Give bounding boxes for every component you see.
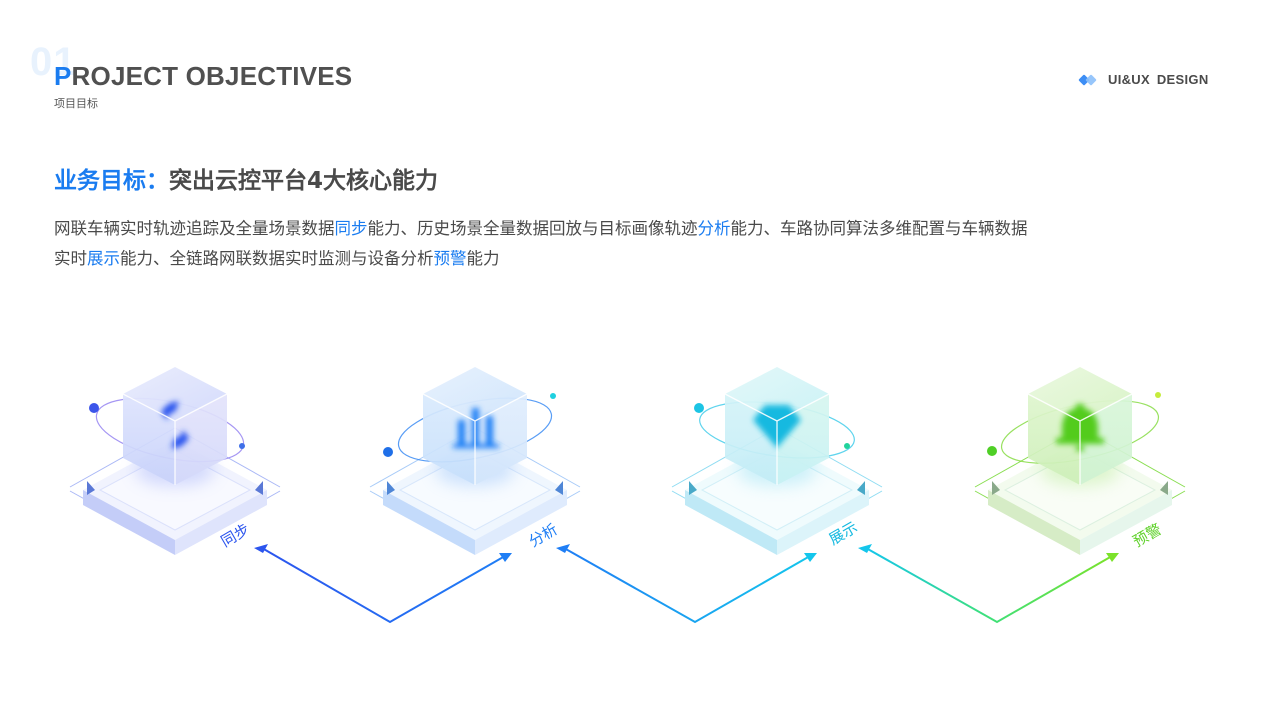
arrowhead-icon bbox=[804, 553, 817, 562]
desc-keyword-sync: 同步 bbox=[334, 219, 368, 238]
desc-seg: 能力、历史场景全量数据回放与目标画像轨迹 bbox=[367, 219, 698, 238]
page-subtitle: 项目目标 bbox=[54, 97, 98, 110]
desc-keyword-display: 展示 bbox=[87, 249, 120, 268]
node-sync bbox=[69, 367, 281, 555]
brand: UI&UX DESIGN bbox=[1078, 72, 1209, 87]
arrowhead-icon bbox=[254, 544, 268, 553]
capability-diagram: 同步 分析 展示 预警 bbox=[0, 340, 1280, 660]
page-title-rest: ROJECT OBJECTIVES bbox=[71, 61, 353, 91]
headline-rest: 突出云控平台4大核心能力 bbox=[169, 168, 439, 194]
connector-display-alert bbox=[865, 547, 1113, 624]
desc-keyword-alert: 预警 bbox=[433, 249, 467, 268]
desc-seg: 能力 bbox=[466, 249, 500, 268]
desc-seg: 能力、全链路网联数据实时监测与设备分析 bbox=[120, 249, 434, 268]
desc-seg: 网联车辆实时轨迹追踪及全量场景数据 bbox=[54, 219, 335, 238]
headline: 业务目标：突出云控平台4大核心能力 bbox=[54, 168, 438, 196]
brand-text: UI&UX DESIGN bbox=[1108, 72, 1209, 87]
arrowhead-icon bbox=[858, 544, 872, 553]
page-title: PROJECT OBJECTIVES bbox=[54, 63, 352, 89]
desc-seg: 能力、车路协同算法多维配置与车辆数据 bbox=[730, 219, 1028, 238]
section-number: 01 bbox=[30, 40, 77, 84]
double-diamond-logo-icon bbox=[1078, 73, 1097, 86]
description: 网联车辆实时轨迹追踪及全量场景数据同步能力、历史场景全量数据回放与目标画像轨迹分… bbox=[54, 214, 1174, 274]
node-display bbox=[671, 367, 883, 555]
desc-seg: 实时 bbox=[54, 249, 87, 268]
node-alert bbox=[974, 367, 1186, 555]
arrowhead-icon bbox=[499, 553, 512, 562]
arrowhead-icon bbox=[556, 544, 570, 553]
desc-keyword-analyze: 分析 bbox=[697, 219, 731, 238]
page-title-first-letter: P bbox=[54, 61, 72, 91]
connector-sync-analyze bbox=[261, 547, 506, 624]
node-analyze bbox=[369, 367, 581, 555]
connector-analyze-display bbox=[563, 547, 811, 624]
headline-accent: 业务目标： bbox=[54, 168, 169, 194]
arrowhead-icon bbox=[1106, 553, 1119, 562]
